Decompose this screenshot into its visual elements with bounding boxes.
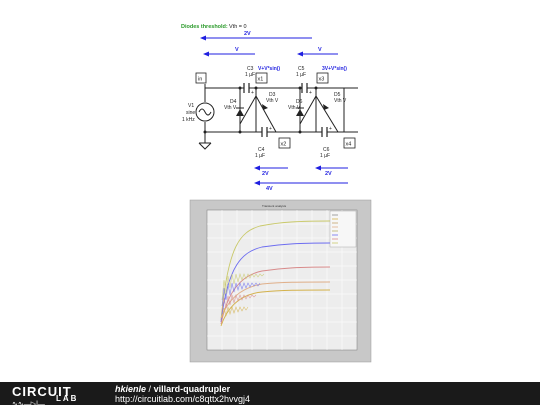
- trace-4: [220, 289, 331, 327]
- node-x2-label: x2: [281, 142, 287, 148]
- arrow-top-v-label: V: [235, 47, 239, 53]
- plot-title: Transient analysis: [262, 204, 287, 208]
- arrow-bottom-2v-right-label: 2V: [325, 171, 332, 177]
- logo-lab-text: LAB: [56, 394, 79, 403]
- d4-label: D4: [230, 99, 237, 105]
- node-in-label: in: [198, 77, 202, 83]
- c6-label: C6: [323, 147, 330, 153]
- logo-circuit-text: CIRCUIT: [12, 384, 72, 399]
- node1-expression: V+V*sin(): [258, 66, 280, 72]
- c4-value: 1 µF: [255, 153, 265, 159]
- footer-url[interactable]: http://circuitlab.com/c8qttx2hvvgj4: [115, 394, 251, 404]
- svg-text:+: +: [329, 126, 332, 132]
- threshold-value: Vth = 0: [229, 24, 247, 30]
- transient-plot: Transient analysis: [189, 199, 372, 363]
- svg-text:+: +: [251, 90, 254, 96]
- footer-text: hkienle / villard-quadrupler http://circ…: [115, 384, 250, 404]
- plot-legend: [329, 210, 357, 248]
- c3-value: 1 µF: [245, 72, 255, 78]
- d6-value: Vth V: [288, 105, 301, 111]
- arrow-top-v-right: V: [297, 47, 338, 57]
- capacitor-c5: [301, 83, 308, 93]
- footer-user[interactable]: hkienle: [115, 384, 147, 394]
- capacitor-c4: [261, 127, 268, 137]
- trace-3: [220, 266, 331, 325]
- node3-expression: 3V+V*sin(): [322, 66, 347, 72]
- sine-source-v1: [195, 102, 215, 122]
- node-x3: x3: [316, 72, 329, 84]
- arrow-top-v-right-label: V: [318, 47, 322, 53]
- c5-label: C5: [298, 66, 305, 72]
- footer-project[interactable]: villard-quadrupler: [153, 384, 231, 394]
- d5-label: D5: [334, 92, 341, 98]
- legend-swatches: [332, 214, 338, 244]
- d6-label: D6: [296, 99, 303, 105]
- schematic: Diodes threshold: Vth = 0 2V V V: [181, 24, 358, 192]
- diode-d4: [236, 107, 244, 116]
- threshold-title: Diodes threshold:: [181, 24, 228, 30]
- arrow-bottom-4v-label: 4V: [266, 186, 273, 192]
- footer-separator: /: [148, 384, 152, 394]
- v1-freq: 1 kHz: [182, 117, 195, 123]
- trace-ripples: [221, 272, 265, 319]
- svg-text:+: +: [269, 126, 272, 132]
- ground-icon: [198, 142, 212, 150]
- arrow-bottom-2v-right: 2V: [315, 165, 348, 177]
- diode-d5: [323, 104, 329, 110]
- c4-label: C4: [258, 147, 265, 153]
- arrow-top-2v-label: 2V: [244, 31, 251, 37]
- d4-value: Vth V: [224, 105, 237, 111]
- v1-label: V1: [188, 103, 194, 109]
- arrow-bottom-2v-left-label: 2V: [262, 171, 269, 177]
- d3-label: D3: [269, 92, 276, 98]
- node-x4-label: x4: [346, 142, 352, 148]
- footer-bar: CIRCUIT ∿∿—▷|— LAB hkienle / villard-qua…: [0, 382, 540, 408]
- logo-wire-icon: ∿∿—▷|—: [12, 401, 45, 408]
- arrow-bottom-4v: 4V: [254, 180, 348, 192]
- capacitor-c3: [243, 83, 250, 93]
- junctions: [203, 86, 318, 134]
- arrow-top-2v: 2V: [200, 31, 312, 41]
- svg-text:+: +: [309, 90, 312, 96]
- node-x3-label: x3: [319, 77, 325, 83]
- node-in: in: [195, 72, 207, 84]
- c6-value: 1 µF: [320, 153, 330, 159]
- arrow-top-v: V: [203, 47, 255, 57]
- d5-value: Vth V: [334, 98, 347, 104]
- diode-d3: [262, 104, 268, 110]
- node-x4: x4: [343, 137, 356, 149]
- v1-type: sine: [186, 110, 195, 116]
- trace-1: [220, 220, 331, 321]
- trace-2: [220, 242, 331, 323]
- arrow-bottom-2v-left: 2V: [254, 165, 288, 177]
- node-x1-label: x1: [258, 77, 264, 83]
- circuitlab-logo[interactable]: CIRCUIT ∿∿—▷|— LAB: [12, 384, 94, 408]
- c3-label: C3: [247, 66, 254, 72]
- d3-value: Vth V: [266, 98, 279, 104]
- node-x2: x2: [278, 137, 291, 149]
- node-x1: x1: [255, 72, 268, 84]
- diode-d6: [296, 107, 304, 116]
- capacitor-c6: [321, 127, 328, 137]
- c5-value: 1 µF: [296, 72, 306, 78]
